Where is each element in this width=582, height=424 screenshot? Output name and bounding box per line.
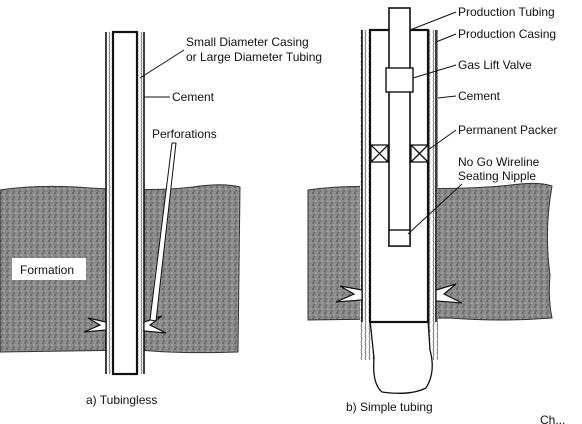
cement-label-right: Cement bbox=[458, 89, 501, 103]
production-tubing-label: Production Tubing bbox=[458, 5, 555, 19]
cement-label-left: Cement bbox=[172, 90, 215, 104]
perforations-right bbox=[335, 283, 463, 304]
caption-simple-tubing: b) Simple tubing bbox=[346, 400, 433, 414]
footer-fragment: Ch... bbox=[540, 413, 565, 424]
casing-label-line2: or Large Diameter Tubing bbox=[186, 50, 322, 64]
casing-label-line1: Small Diameter Casing bbox=[186, 35, 309, 49]
gas-lift-valve bbox=[385, 67, 414, 93]
perforations-label: Perforations bbox=[152, 127, 217, 141]
seating-nipple-label-line2: Seating Nipple bbox=[458, 169, 536, 183]
production-tubing bbox=[388, 7, 411, 247]
production-casing-label: Production Casing bbox=[458, 27, 556, 41]
permanent-packer bbox=[370, 144, 429, 163]
seating-nipple bbox=[388, 229, 411, 247]
formation-label-box bbox=[12, 258, 86, 280]
casing-left bbox=[111, 30, 139, 376]
simple-tubing-diagram: Production Tubing Production Casing Gas … bbox=[307, 5, 557, 414]
seating-nipple-label-line1: No Go Wireline bbox=[458, 155, 540, 169]
formation-label: Formation bbox=[20, 263, 74, 277]
gas-lift-valve-label: Gas Lift Valve bbox=[458, 58, 532, 72]
open-hole bbox=[369, 319, 433, 394]
tubingless-diagram: Formation Small Diameter Casing or Large… bbox=[0, 30, 322, 407]
permanent-packer-label: Permanent Packer bbox=[458, 123, 557, 137]
caption-tubingless: a) Tubingless bbox=[86, 393, 157, 407]
